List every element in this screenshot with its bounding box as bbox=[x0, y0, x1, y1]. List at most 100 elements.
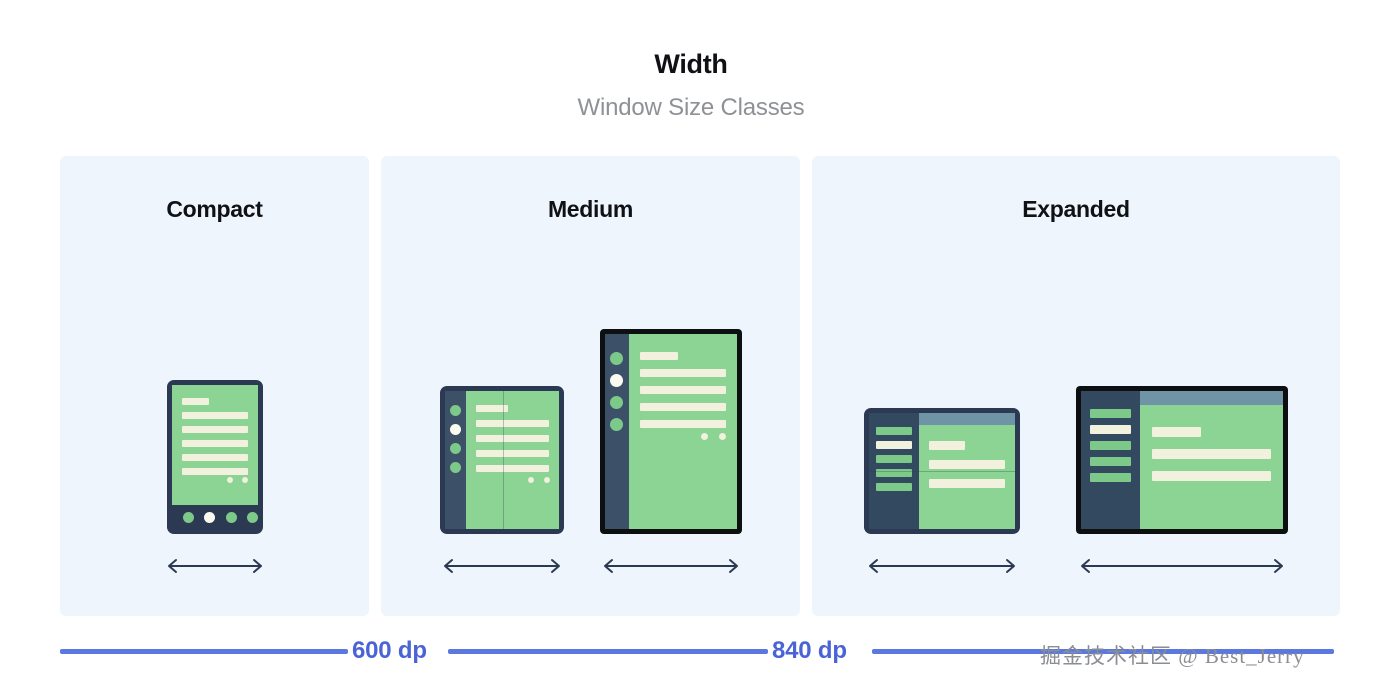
content-line bbox=[181, 440, 248, 447]
content-line bbox=[181, 454, 248, 461]
content-line bbox=[1152, 471, 1271, 481]
content-line bbox=[475, 435, 549, 442]
content-mini-dots bbox=[527, 477, 550, 483]
content-line bbox=[639, 352, 679, 360]
rail-nav-item[interactable] bbox=[610, 396, 623, 409]
mini-dot bbox=[1242, 473, 1250, 481]
drawer-nav-item[interactable] bbox=[876, 469, 912, 477]
bottom-nav-item[interactable] bbox=[225, 511, 237, 523]
navigation-drawer[interactable] bbox=[1081, 391, 1140, 529]
content-line bbox=[181, 398, 210, 405]
rail-nav-item-active[interactable] bbox=[610, 374, 623, 387]
content-line bbox=[929, 479, 1005, 488]
device-phone-portrait bbox=[166, 380, 263, 534]
navigation-drawer[interactable] bbox=[869, 413, 919, 529]
content-mini-dots bbox=[226, 477, 248, 483]
navigation-rail[interactable] bbox=[444, 391, 466, 529]
content-line bbox=[475, 465, 549, 472]
rail-nav-item-active[interactable] bbox=[449, 424, 461, 435]
measure-label-840dp: 840 dp bbox=[772, 637, 847, 664]
content-line bbox=[181, 412, 248, 419]
foldable-content-lines bbox=[466, 391, 559, 529]
tablet-landscape-content bbox=[1140, 391, 1283, 529]
content-line bbox=[475, 450, 549, 457]
width-arrow-icon bbox=[603, 559, 738, 573]
tablet-landscape-screen bbox=[1081, 391, 1283, 529]
bottom-nav-item[interactable] bbox=[182, 511, 194, 523]
content-line bbox=[929, 460, 1005, 469]
device-foldable-portrait bbox=[439, 386, 564, 534]
phone-screen bbox=[171, 385, 258, 529]
device-group-expanded bbox=[812, 256, 1340, 576]
device-foldable-landscape bbox=[864, 408, 1020, 534]
device-group-medium bbox=[381, 256, 800, 576]
mini-dot bbox=[718, 433, 726, 440]
mini-dot bbox=[1263, 473, 1271, 481]
mini-dot bbox=[226, 477, 233, 483]
tablet-content bbox=[628, 334, 737, 529]
bottom-navigation-bar[interactable] bbox=[171, 505, 258, 529]
measure-line-segment bbox=[448, 649, 768, 654]
mini-dot bbox=[700, 433, 708, 440]
width-arrow-icon bbox=[1081, 559, 1283, 573]
panel-title-medium: Medium bbox=[547, 196, 634, 222]
content-line bbox=[639, 420, 726, 428]
phone-content-lines bbox=[172, 385, 258, 529]
rail-nav-item[interactable] bbox=[610, 418, 623, 431]
navigation-rail[interactable] bbox=[604, 334, 629, 529]
foldable-content bbox=[465, 391, 559, 529]
drawer-nav-item[interactable] bbox=[876, 427, 912, 435]
tablet-screen bbox=[604, 334, 737, 529]
foldable-landscape-screen bbox=[869, 413, 1015, 529]
content-mini-dots bbox=[700, 433, 726, 440]
page-title: Width bbox=[654, 49, 728, 79]
rail-nav-item[interactable] bbox=[449, 462, 461, 473]
panel-medium: Medium bbox=[381, 156, 800, 616]
foldable-screen bbox=[444, 391, 559, 529]
panel-title-compact: Compact bbox=[166, 196, 263, 222]
content-line bbox=[475, 420, 549, 427]
panel-compact: Compact bbox=[60, 156, 369, 616]
drawer-nav-item[interactable] bbox=[1090, 457, 1131, 466]
fold-seam-vertical bbox=[502, 391, 504, 529]
content-mini-dots bbox=[1242, 473, 1271, 481]
width-arrow-icon bbox=[443, 559, 560, 573]
content-line bbox=[475, 405, 509, 412]
rail-nav-item[interactable] bbox=[610, 352, 623, 365]
fold-seam-horizontal bbox=[869, 471, 1015, 472]
foldable-landscape-content bbox=[919, 413, 1015, 529]
content-line bbox=[639, 369, 726, 377]
bottom-nav-item-active[interactable] bbox=[204, 511, 216, 523]
phone-content bbox=[171, 385, 258, 529]
drawer-nav-item[interactable] bbox=[876, 455, 912, 463]
page-subtitle: Window Size Classes bbox=[577, 93, 805, 121]
device-tablet-landscape bbox=[1076, 386, 1288, 534]
rail-nav-item[interactable] bbox=[449, 405, 461, 416]
drawer-nav-item-active[interactable] bbox=[876, 441, 912, 449]
drawer-nav-item[interactable] bbox=[876, 483, 912, 491]
content-mini-dots bbox=[980, 480, 1005, 487]
content-line bbox=[1152, 427, 1201, 437]
bottom-nav-item[interactable] bbox=[247, 511, 258, 523]
device-column-tablet-portrait bbox=[597, 329, 745, 576]
watermark: 掘金技术社区 @ Best_Jerry bbox=[1040, 644, 1305, 668]
content-line bbox=[929, 441, 966, 450]
header: Width Window Size Classes bbox=[0, 0, 1382, 121]
mini-dot bbox=[527, 477, 534, 483]
drawer-nav-item-active[interactable] bbox=[1090, 425, 1131, 434]
foldable-landscape-content-lines bbox=[919, 425, 1015, 529]
drawer-nav-item[interactable] bbox=[1090, 441, 1131, 450]
content-line bbox=[639, 386, 726, 394]
width-arrow-icon bbox=[167, 559, 262, 573]
tablet-content-lines bbox=[629, 334, 737, 529]
device-column-tablet-landscape bbox=[1074, 386, 1290, 576]
rail-nav-item[interactable] bbox=[449, 443, 461, 454]
mini-dot bbox=[980, 480, 987, 487]
drawer-nav-item[interactable] bbox=[1090, 473, 1131, 482]
mini-dot bbox=[998, 480, 1005, 487]
device-group-compact bbox=[60, 256, 369, 576]
tablet-landscape-content-lines bbox=[1140, 405, 1283, 529]
content-line bbox=[1152, 449, 1271, 459]
drawer-nav-item[interactable] bbox=[1090, 409, 1131, 418]
mini-dot bbox=[543, 477, 550, 483]
